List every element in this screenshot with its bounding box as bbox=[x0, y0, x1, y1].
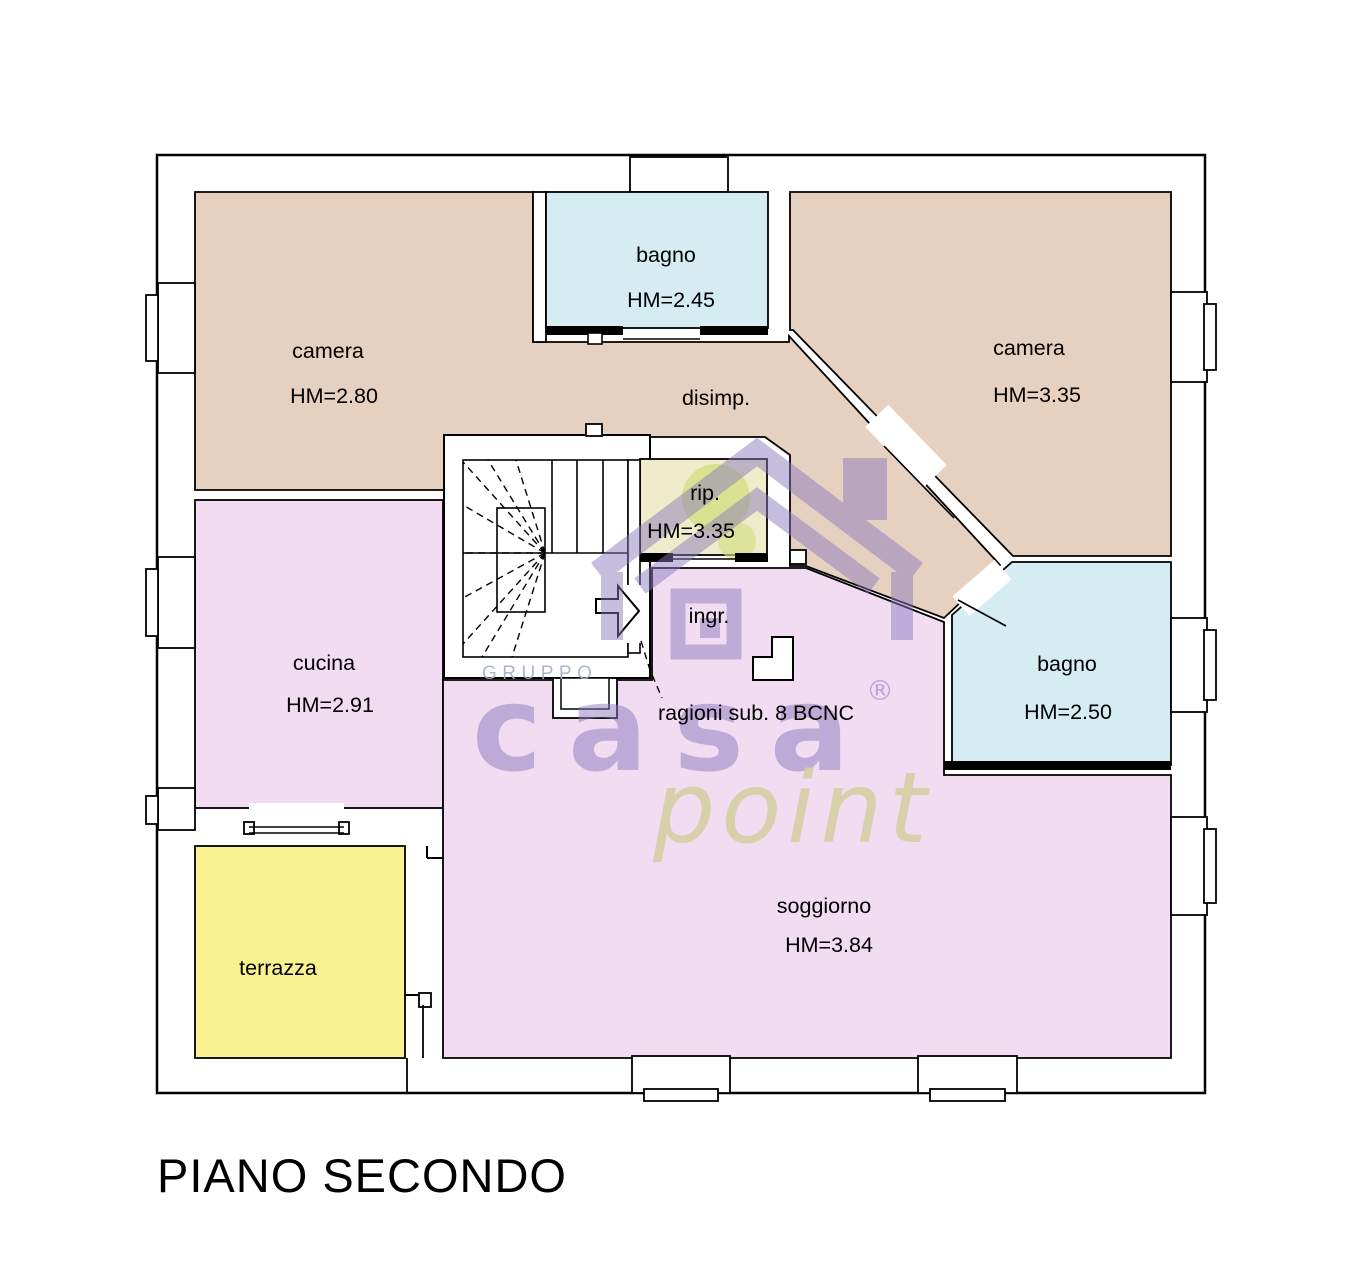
label-soggiorno-name: soggiorno bbox=[777, 894, 871, 918]
terrazza-wall-details bbox=[405, 846, 443, 1093]
room-camera-2 bbox=[789, 191, 1172, 557]
window-right-soggiorno bbox=[1170, 816, 1217, 916]
windows bbox=[145, 282, 1217, 1102]
label-camera2-name: camera bbox=[993, 336, 1065, 360]
label-cucina-hm: HM=2.91 bbox=[286, 693, 374, 717]
bagno1-door bbox=[546, 326, 768, 345]
label-disimpegno: disimp. bbox=[682, 386, 750, 410]
top-bay-protrusion bbox=[629, 156, 729, 193]
watermark-gruppo: GRUPPO bbox=[482, 663, 597, 684]
bagno2-door bbox=[952, 559, 1012, 627]
annotation-leader-line bbox=[640, 640, 663, 699]
opening-left-terrazza bbox=[145, 787, 196, 831]
stair-landing-inner bbox=[560, 677, 610, 710]
label-terrazza: terrazza bbox=[239, 956, 317, 980]
room-soggiorno bbox=[442, 567, 1172, 1059]
watermark-casa: casa bbox=[472, 660, 875, 798]
wall-camera1-bagno1 bbox=[532, 191, 547, 343]
watermark-point: point bbox=[652, 752, 933, 866]
bcnc-boundary-mark bbox=[752, 636, 794, 681]
rip-door bbox=[640, 553, 768, 562]
label-annotation-ragioni: ragioni sub. 8 BCNC bbox=[658, 701, 854, 725]
label-bagno1-name: bagno bbox=[636, 243, 696, 267]
window-right-bagno2 bbox=[1170, 617, 1217, 713]
label-bagno2-hm: HM=2.50 bbox=[1024, 700, 1112, 724]
bagno2-bottom-wall bbox=[944, 761, 1171, 770]
room-labels: camera HM=2.80 bagno HM=2.45 camera HM=3… bbox=[239, 243, 1112, 980]
window-bottom-soggiorno-1 bbox=[631, 1055, 731, 1102]
label-bagno1-hm: HM=2.45 bbox=[627, 288, 715, 312]
label-rip-hm: HM=3.35 bbox=[647, 519, 735, 543]
label-rip-name: rip. bbox=[690, 481, 720, 505]
label-camera1-hm: HM=2.80 bbox=[290, 384, 378, 408]
staircase bbox=[462, 459, 642, 658]
camera2-door bbox=[865, 404, 955, 519]
window-bottom-soggiorno-2 bbox=[917, 1055, 1018, 1102]
window-left-cucina bbox=[145, 556, 196, 649]
watermark: GRUPPO casa ® point bbox=[472, 437, 933, 866]
watermark-registered: ® bbox=[866, 674, 894, 707]
label-ingresso: ingr. bbox=[689, 604, 730, 628]
wall-stub-right-of-rip bbox=[789, 549, 807, 565]
window-left-camera1 bbox=[145, 282, 196, 374]
window-right-camera2 bbox=[1170, 291, 1217, 383]
floor-title: PIANO SECONDO bbox=[157, 1149, 567, 1202]
rip-highlight-circle-1 bbox=[682, 464, 750, 532]
casapoint-house-icon bbox=[591, 437, 923, 660]
stair-winder-lines bbox=[462, 459, 546, 658]
label-bagno2-name: bagno bbox=[1037, 652, 1097, 676]
stair-direction-arrow-icon bbox=[595, 583, 641, 639]
rip-highlight-circle-2 bbox=[718, 522, 756, 560]
cucina-door bbox=[243, 803, 350, 835]
stairwell-top-notch bbox=[585, 423, 603, 437]
room-cucina bbox=[194, 499, 444, 809]
label-cucina-name: cucina bbox=[293, 651, 355, 675]
label-soggiorno-hm: HM=3.84 bbox=[785, 933, 873, 957]
label-camera1-name: camera bbox=[292, 339, 364, 363]
room-bagno-1 bbox=[545, 191, 769, 329]
label-camera2-hm: HM=3.35 bbox=[993, 383, 1081, 407]
room-terrazza bbox=[194, 845, 406, 1059]
